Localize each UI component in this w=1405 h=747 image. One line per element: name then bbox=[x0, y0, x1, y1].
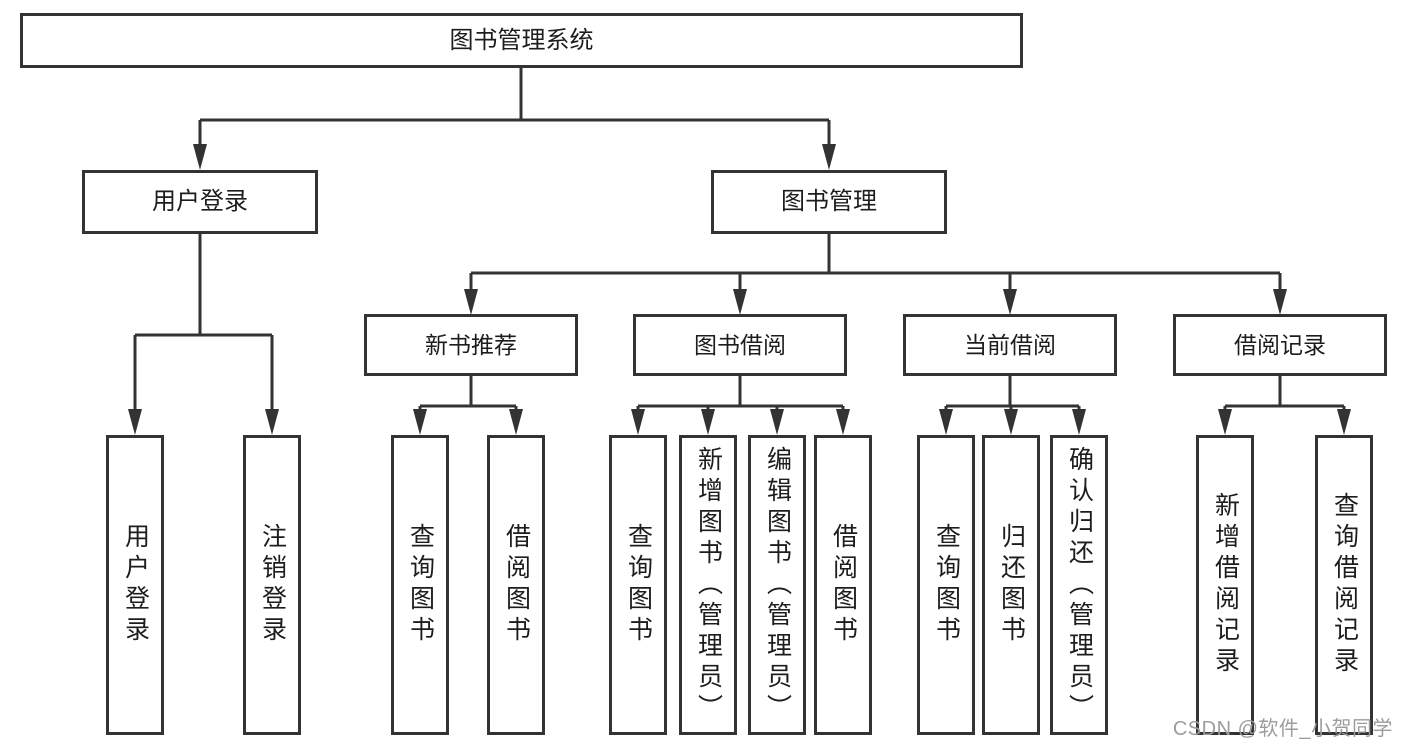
arrow-icon bbox=[733, 289, 747, 315]
arrow-icon bbox=[939, 409, 953, 435]
node-bb-add-books-label: 新增图书（管理员） bbox=[694, 445, 723, 725]
node-new-book-recommend: 新书推荐 bbox=[364, 314, 578, 376]
node-new-book-recommend-label: 新书推荐 bbox=[425, 331, 517, 358]
arrow-icon bbox=[701, 409, 715, 435]
node-cb-query-books: 查询图书 bbox=[917, 435, 975, 735]
node-user-login-label: 用户登录 bbox=[152, 188, 248, 215]
node-logout-label: 注销登录 bbox=[258, 523, 287, 647]
node-bb-borrow-books: 借阅图书 bbox=[814, 435, 872, 735]
node-logout: 注销登录 bbox=[243, 435, 301, 735]
edge-book-borrowing-children bbox=[636, 376, 845, 411]
watermark: CSDN @软件_小贺同学 bbox=[1172, 718, 1393, 740]
node-bb-borrow-books-label: 借阅图书 bbox=[829, 523, 858, 647]
node-nbr-borrow-books-label: 借阅图书 bbox=[502, 523, 531, 647]
node-system: 图书管理系统 bbox=[20, 13, 1023, 68]
arrow-icon bbox=[836, 409, 850, 435]
arrow-icon bbox=[509, 409, 523, 435]
node-cb-return-books: 归还图书 bbox=[982, 435, 1040, 735]
arrow-icon bbox=[822, 144, 836, 170]
arrow-icon bbox=[413, 409, 427, 435]
node-bb-edit-books: 编辑图书（管理员） bbox=[748, 435, 806, 735]
node-nbr-borrow-books: 借阅图书 bbox=[487, 435, 545, 735]
edge-current-borrowing-children bbox=[944, 376, 1081, 411]
node-bb-query-books: 查询图书 bbox=[609, 435, 667, 735]
edge-borrowing-records-children bbox=[1223, 376, 1346, 411]
node-book-management-label: 图书管理 bbox=[781, 188, 877, 215]
node-br-add-record: 新增借阅记录 bbox=[1196, 435, 1254, 735]
node-current-borrowing: 当前借阅 bbox=[903, 314, 1117, 376]
node-cb-confirm-return-label: 确认归还（管理员） bbox=[1065, 445, 1094, 725]
node-book-management: 图书管理 bbox=[711, 170, 947, 234]
arrowheads bbox=[128, 144, 1351, 435]
arrow-icon bbox=[128, 409, 142, 435]
edge-new-book-recommend-children bbox=[418, 376, 518, 411]
arrow-icon bbox=[464, 289, 478, 315]
node-bb-edit-books-label: 编辑图书（管理员） bbox=[763, 445, 792, 725]
node-br-add-record-label: 新增借阅记录 bbox=[1211, 492, 1240, 678]
edge-system-children bbox=[198, 68, 831, 146]
node-cb-query-books-label: 查询图书 bbox=[932, 523, 961, 647]
arrow-icon bbox=[1273, 289, 1287, 315]
node-borrowing-records-label: 借阅记录 bbox=[1234, 331, 1326, 358]
arrow-icon bbox=[770, 409, 784, 435]
node-nbr-query-books-label: 查询图书 bbox=[406, 523, 435, 647]
node-cb-confirm-return: 确认归还（管理员） bbox=[1050, 435, 1108, 735]
node-system-label: 图书管理系统 bbox=[449, 26, 594, 54]
node-user-login: 用户登录 bbox=[82, 170, 318, 234]
node-br-query-record-label: 查询借阅记录 bbox=[1330, 492, 1359, 678]
node-borrowing-records: 借阅记录 bbox=[1173, 314, 1387, 376]
node-login-label: 用户登录 bbox=[121, 523, 150, 647]
arrow-icon bbox=[193, 144, 207, 170]
arrow-icon bbox=[1218, 409, 1232, 435]
node-br-query-record: 查询借阅记录 bbox=[1315, 435, 1373, 735]
arrow-icon bbox=[1004, 409, 1018, 435]
arrow-icon bbox=[1072, 409, 1086, 435]
node-book-borrowing-label: 图书借阅 bbox=[694, 331, 786, 358]
node-nbr-query-books: 查询图书 bbox=[391, 435, 449, 735]
arrow-icon bbox=[265, 409, 279, 435]
arrow-icon bbox=[631, 409, 645, 435]
arrow-icon bbox=[1003, 289, 1017, 315]
node-book-borrowing: 图书借阅 bbox=[633, 314, 847, 376]
edge-book-management-children bbox=[469, 234, 1282, 291]
node-cb-return-books-label: 归还图书 bbox=[997, 523, 1026, 647]
node-current-borrowing-label: 当前借阅 bbox=[964, 331, 1056, 358]
edge-user-login-children bbox=[133, 234, 274, 411]
node-bb-add-books: 新增图书（管理员） bbox=[679, 435, 737, 735]
arrow-icon bbox=[1337, 409, 1351, 435]
node-login: 用户登录 bbox=[106, 435, 164, 735]
node-bb-query-books-label: 查询图书 bbox=[624, 523, 653, 647]
